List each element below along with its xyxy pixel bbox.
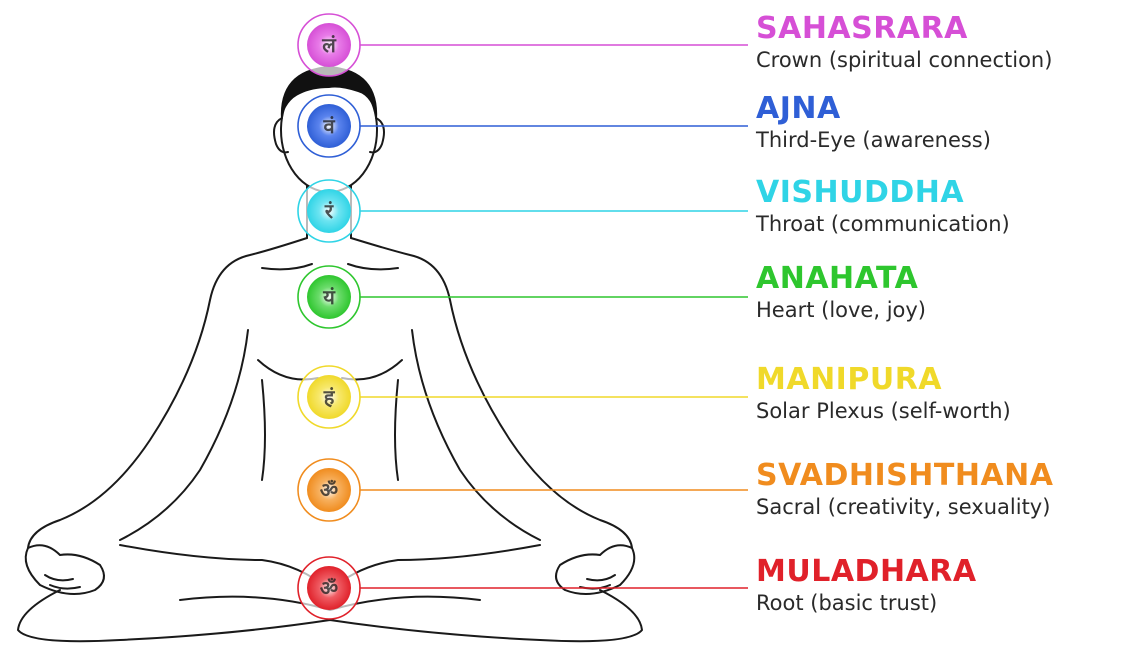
chakra-description: Solar Plexus (self-worth) <box>756 397 1011 425</box>
chakra-label-vishuddha: VISHUDDHA Throat (communication) <box>756 176 1010 238</box>
chakra-label-sahasrara: SAHASRARA Crown (spiritual connection) <box>756 12 1052 74</box>
chakra-glyph-ajna: वं <box>322 114 335 138</box>
chakra-name: MANIPURA <box>756 363 1011 397</box>
left-hand-fingers <box>45 575 80 589</box>
legs-fold-right <box>330 545 540 590</box>
chakra-description: Heart (love, joy) <box>756 296 926 324</box>
chakra-glyph-anahata: यं <box>322 285 336 309</box>
waist-right <box>395 380 398 480</box>
chakra-name: MULADHARA <box>756 555 977 589</box>
left-arm-outline <box>28 238 307 548</box>
chakra-glyph-vishuddha: रं <box>324 199 334 223</box>
chakra-description: Throat (communication) <box>756 210 1010 238</box>
chakra-description: Sacral (creativity, sexuality) <box>756 493 1054 521</box>
chakra-name: SVADHISHTHANA <box>756 459 1054 493</box>
chakra-label-muladhara: MULADHARA Root (basic trust) <box>756 555 977 617</box>
right-arm-outline <box>351 238 632 548</box>
waist-left <box>262 380 265 480</box>
collarbone-left <box>262 264 312 269</box>
right-hand-fingers <box>580 575 615 589</box>
chakra-description: Third-Eye (awareness) <box>756 126 991 154</box>
chakra-glyph-sahasrara: लं <box>321 33 337 57</box>
chakra-name: SAHASRARA <box>756 12 1052 46</box>
chakra-label-ajna: AJNA Third-Eye (awareness) <box>756 92 991 154</box>
chakra-name: AJNA <box>756 92 991 126</box>
chakra-description: Root (basic trust) <box>756 589 977 617</box>
chakra-name: ANAHATA <box>756 262 926 296</box>
chakra-glyph-muladhara: ॐ <box>320 576 338 600</box>
chakra-label-svadhishthana: SVADHISHTHANA Sacral (creativity, sexual… <box>756 459 1054 521</box>
left-inner-arm <box>120 330 248 540</box>
chakra-name: VISHUDDHA <box>756 176 1010 210</box>
collarbone-right <box>348 264 398 269</box>
right-hand <box>556 545 634 594</box>
left-hand <box>26 545 104 594</box>
right-inner-arm <box>412 330 540 540</box>
chakra-label-manipura: MANIPURA Solar Plexus (self-worth) <box>756 363 1011 425</box>
chakra-label-anahata: ANAHATA Heart (love, joy) <box>756 262 926 324</box>
chakra-glyph-manipura: हं <box>323 385 336 409</box>
chakra-description: Crown (spiritual connection) <box>756 46 1052 74</box>
chakra-glyph-svadhishthana: ॐ <box>320 478 338 502</box>
